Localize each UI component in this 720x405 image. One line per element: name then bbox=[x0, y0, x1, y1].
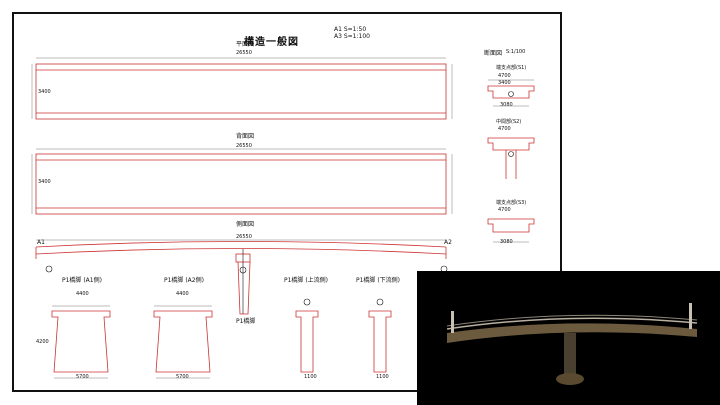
bottom-width-dim: 3400 bbox=[38, 179, 51, 185]
sec1-mid-dim: 3400 bbox=[498, 80, 511, 86]
pier-up-marker bbox=[303, 298, 311, 306]
side-girder-bottom bbox=[35, 248, 447, 255]
pier-a1-shape bbox=[51, 310, 111, 373]
drawing-linework bbox=[31, 57, 535, 379]
side-span-dim: 26550 bbox=[236, 234, 252, 240]
sec1-shape bbox=[487, 85, 535, 99]
section-view-title: 断面図 bbox=[484, 50, 503, 57]
pier-height-dim: 4200 bbox=[36, 339, 49, 345]
pier-a2-side-label: P1橋脚 (A2側) bbox=[164, 277, 204, 284]
pier-down-shape bbox=[368, 310, 392, 373]
bridge-photo bbox=[417, 271, 720, 405]
pier-down-bot-dim: 1100 bbox=[376, 374, 389, 380]
sec3-shape bbox=[487, 218, 535, 233]
bottom-span-dim: 26550 bbox=[236, 143, 252, 149]
section-view-subtitle: S:1/100 bbox=[506, 49, 526, 55]
pier-label: P1橋脚 bbox=[236, 318, 256, 325]
pier-down-marker bbox=[376, 298, 384, 306]
bridge-pier bbox=[564, 333, 576, 383]
sec1-top-dim: 4700 bbox=[498, 73, 511, 79]
pier-downstream-label: P1橋脚 (下流側) bbox=[356, 277, 401, 284]
pier-a1-bot-dim: 5700 bbox=[76, 374, 89, 380]
bottom-deck-outline bbox=[35, 153, 447, 215]
section-3-label: 端支点部(S3) bbox=[496, 200, 527, 206]
plan-deck-outline bbox=[35, 63, 447, 120]
sec1-marker bbox=[508, 91, 514, 97]
side-girder-top bbox=[35, 241, 447, 248]
sec3-top-dim: 4700 bbox=[498, 207, 511, 213]
pier-up-shape bbox=[295, 310, 319, 373]
sec2-shape bbox=[487, 137, 535, 151]
abutment-a2-label: A2 bbox=[444, 239, 452, 246]
right-post bbox=[689, 303, 692, 329]
bridge-rail-2 bbox=[446, 314, 698, 327]
side-view-title: 側面図 bbox=[236, 221, 255, 228]
scale-a3: A3 S=1:100 bbox=[334, 33, 370, 40]
pier-base bbox=[556, 373, 584, 385]
section-1-label: 端支点部(S1) bbox=[496, 65, 527, 71]
left-post bbox=[451, 311, 454, 333]
sec2-top-dim: 4700 bbox=[498, 126, 511, 132]
plan-view-title: 平面図 bbox=[236, 41, 255, 48]
pier-a2-top-dim: 4400 bbox=[176, 291, 189, 297]
sec2-marker bbox=[508, 151, 514, 157]
plan-span-dim: 26550 bbox=[236, 50, 252, 56]
plan-width-dim: 3400 bbox=[38, 89, 51, 95]
bridge-deck bbox=[447, 323, 697, 343]
sec1-bot-dim: 3080 bbox=[500, 102, 513, 108]
side-pier-column bbox=[237, 261, 251, 315]
bridge-rail bbox=[446, 317, 698, 330]
pier-upstream-label: P1橋脚 (上流側) bbox=[284, 277, 329, 284]
pier-a2-shape bbox=[153, 310, 213, 373]
section-2-label: 中間部(S2) bbox=[496, 119, 522, 125]
pier-a1-side-label: P1橋脚 (A1側) bbox=[62, 277, 102, 284]
abutment-a1-label: A1 bbox=[37, 239, 45, 246]
pier-a2-bot-dim: 5700 bbox=[176, 374, 189, 380]
pier-up-bot-dim: 1100 bbox=[304, 374, 317, 380]
abutment-a1-marker bbox=[45, 265, 53, 273]
scale-a1: A1 S=1:50 bbox=[334, 26, 367, 33]
bottom-view-title: 背面図 bbox=[236, 133, 255, 140]
drawing-sheet: 構造一般図 A1 S=1:50 A3 S=1:100 平面図 背面図 側面図 断… bbox=[12, 12, 562, 392]
drawing-title: 構造一般図 bbox=[244, 37, 299, 48]
pier-a1-top-dim: 4400 bbox=[76, 291, 89, 297]
bridge-pointcloud-icon bbox=[417, 271, 720, 405]
